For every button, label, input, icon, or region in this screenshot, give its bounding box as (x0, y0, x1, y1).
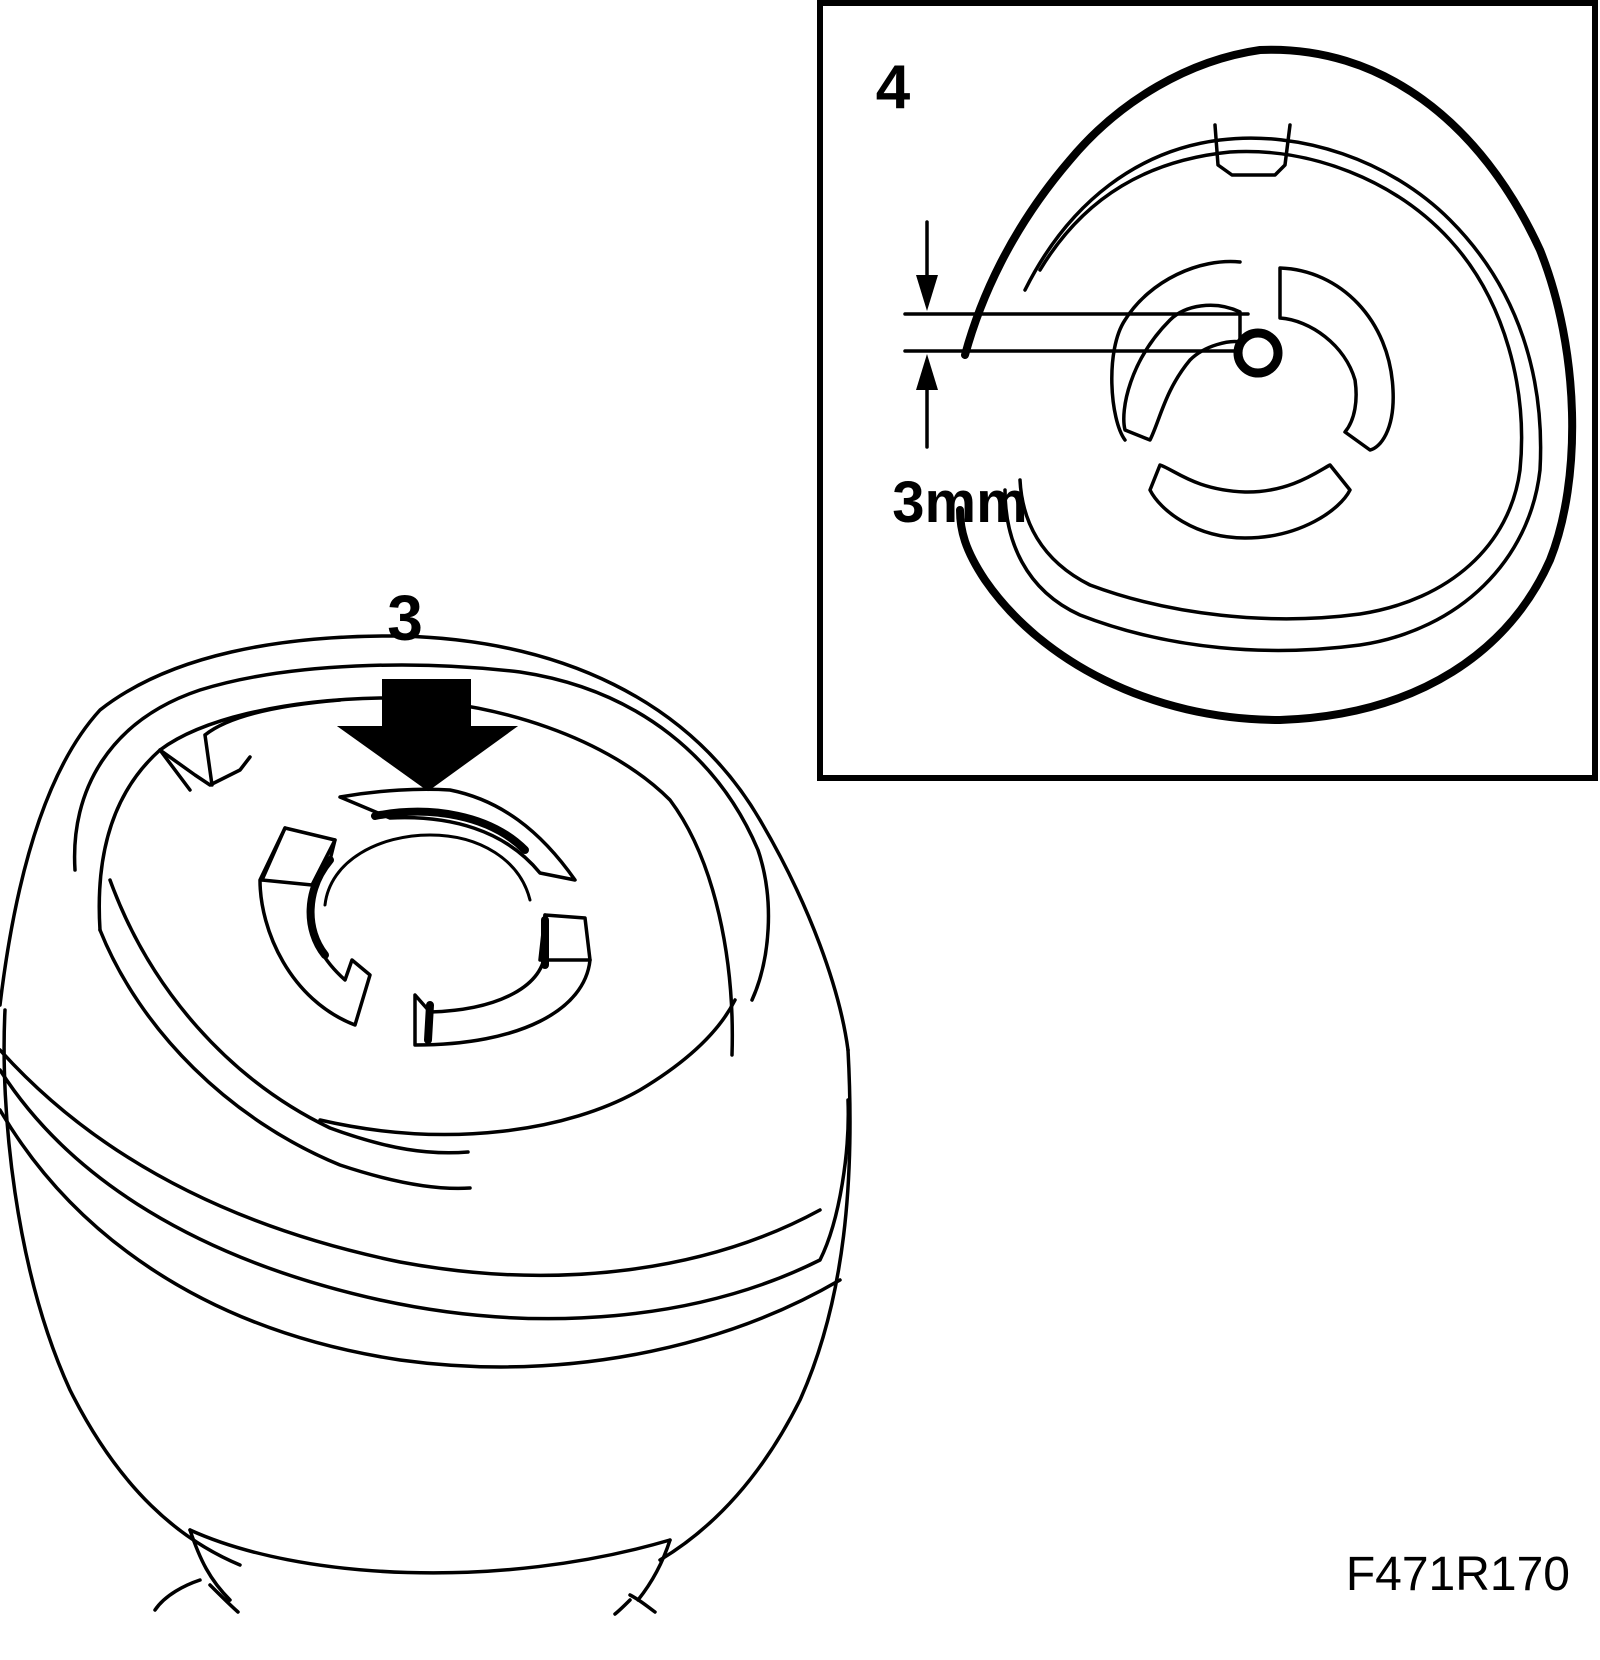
detail-ring-2 (1018, 149, 1524, 621)
rim-notch (158, 698, 342, 787)
detail-ring-1 (1003, 136, 1543, 653)
wire-left (153, 1528, 240, 1614)
wire-right (613, 1538, 672, 1616)
housing-outer-rim (0, 634, 850, 1052)
body-left-side (2, 1008, 242, 1567)
detail-hub-right (1278, 266, 1395, 452)
main-step-label: 3 (387, 582, 423, 654)
measure-arrow-up-icon (916, 354, 938, 449)
detail-top-notch (1213, 123, 1292, 177)
detail-center-ring (1233, 328, 1283, 378)
measurement-label: 3mm (892, 470, 1027, 535)
collar-band-2 (0, 1048, 822, 1278)
measure-arrow-down-icon (916, 220, 938, 311)
figure-reference: F471R170 (1346, 1548, 1570, 1601)
detail-frame (817, 0, 1598, 781)
detail-hub-left-top (1110, 259, 1242, 442)
rim-notch-lower (158, 748, 192, 792)
cavity-floor-step (318, 998, 737, 1137)
housing-drawing (0, 634, 852, 1616)
detail-inset (817, 0, 1598, 781)
collar-band-1 (0, 1068, 850, 1321)
detail-step-label: 4 (876, 53, 911, 122)
body-bottom-curve (188, 1528, 672, 1575)
housing-rim-inner (72, 663, 771, 1002)
cavity-floor-inner (108, 878, 470, 1155)
body-right-side (658, 1048, 852, 1562)
socket-hub (258, 787, 592, 1047)
detail-hub-bottom (1148, 463, 1352, 540)
detail-outer-contour (956, 45, 1577, 724)
insert-direction-arrow-icon (336, 679, 519, 792)
cavity-floor (98, 928, 472, 1191)
collar-band-3 (0, 1108, 842, 1369)
